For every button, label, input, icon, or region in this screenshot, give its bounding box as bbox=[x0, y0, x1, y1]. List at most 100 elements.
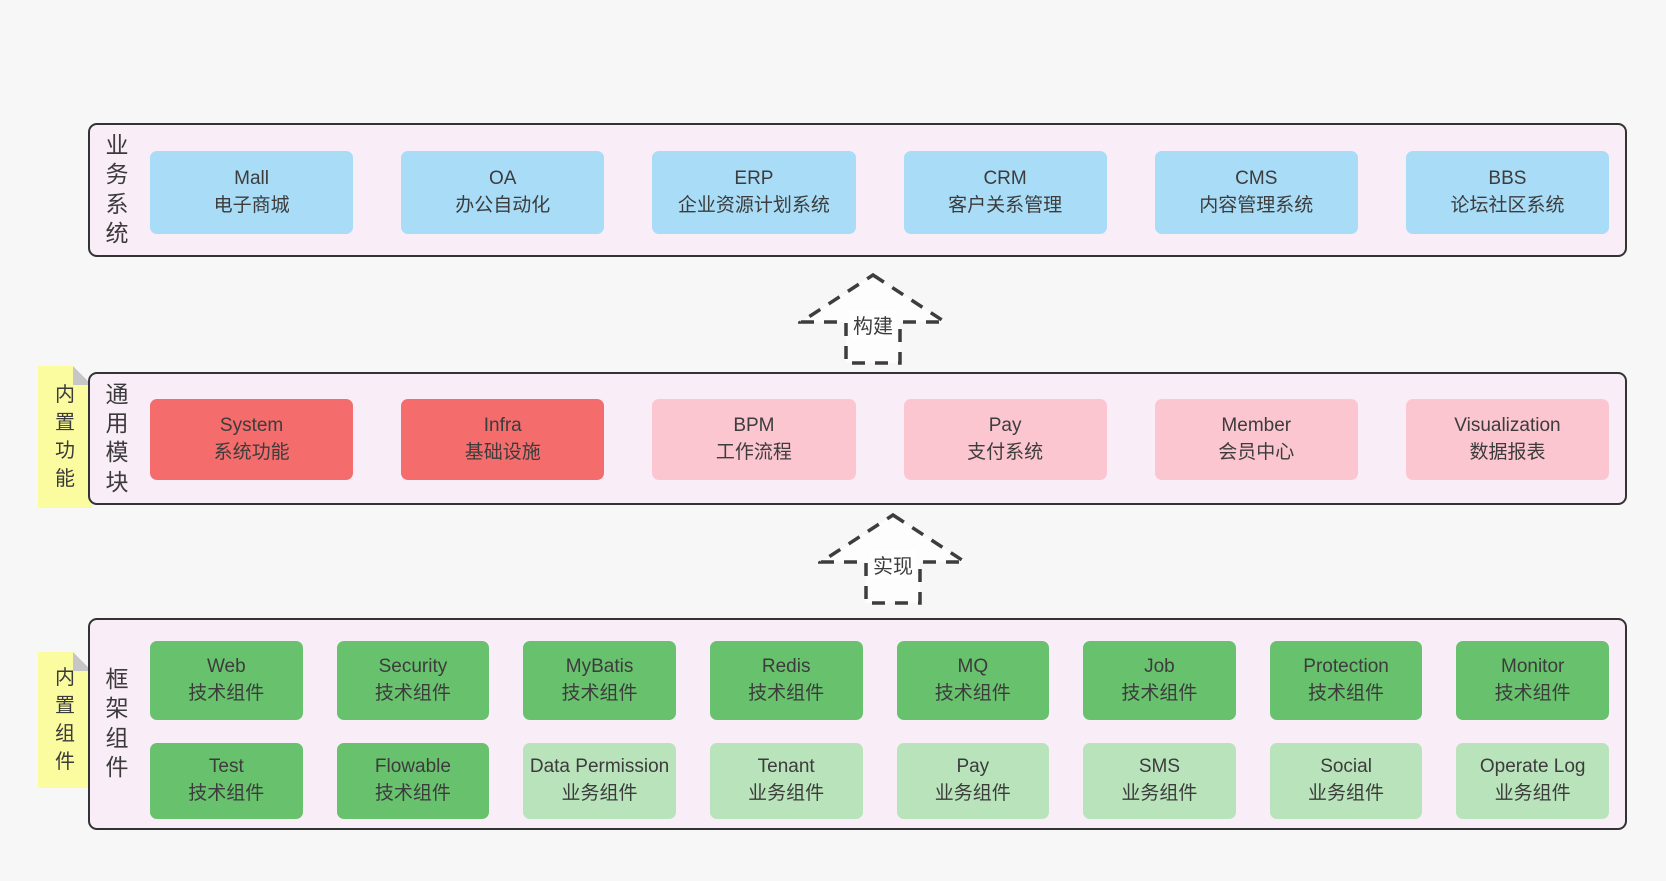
box-subtitle: 技术组件 bbox=[374, 682, 451, 704]
box-title: Security bbox=[378, 655, 448, 677]
box-title: Operate Log bbox=[1479, 756, 1586, 778]
sticky-note-label: 内置功能 bbox=[55, 384, 75, 490]
box-mall: Mall 电子商城 bbox=[150, 151, 354, 234]
box-subtitle: 业务组件 bbox=[1308, 783, 1385, 804]
box-protection: Protection 技术组件 bbox=[1269, 641, 1423, 720]
box-subtitle: 业务组件 bbox=[1121, 783, 1198, 804]
box-subtitle: 技术组件 bbox=[561, 682, 638, 704]
box-subtitle: 企业资源计划系统 bbox=[677, 194, 830, 216]
box-subtitle: 业务组件 bbox=[934, 783, 1011, 804]
box-subtitle: 支付系统 bbox=[967, 441, 1044, 463]
box-subtitle: 工作流程 bbox=[715, 441, 792, 463]
sticky-note-built-in-features: 内置功能 bbox=[38, 366, 92, 508]
section-business-systems: 业务系统 Mall 电子商城 OA 办公自动化 ERP 企业资源计划系统 CRM… bbox=[88, 123, 1627, 257]
box-data-permission: Data Permission 业务组件 bbox=[523, 743, 676, 819]
section-label: 框架组件 bbox=[105, 666, 129, 781]
box-test: Test 技术组件 bbox=[150, 743, 303, 819]
box-title: Test bbox=[208, 756, 244, 778]
box-title: MQ bbox=[957, 655, 989, 677]
box-subtitle: 办公自动化 bbox=[455, 194, 551, 216]
box-subtitle: 数据报表 bbox=[1469, 441, 1546, 463]
section-common-modules: 通用模块 System 系统功能 Infra 基础设施 BPM 工作流程 Pay… bbox=[88, 372, 1627, 505]
box-monitor: Monitor 技术组件 bbox=[1456, 641, 1609, 720]
box-subtitle: 基础设施 bbox=[464, 441, 541, 463]
box-subtitle: 业务组件 bbox=[748, 783, 825, 804]
box-title: Redis bbox=[761, 655, 811, 677]
box-web: Web 技术组件 bbox=[150, 641, 303, 720]
box-subtitle: 内容管理系统 bbox=[1199, 194, 1314, 216]
box-subtitle: 技术组件 bbox=[188, 682, 265, 704]
box-subtitle: 技术组件 bbox=[1494, 682, 1571, 704]
arrow-label: 实现 bbox=[870, 550, 916, 579]
box-mq: MQ 技术组件 bbox=[896, 641, 1050, 720]
box-title: Infra bbox=[483, 414, 522, 436]
box-title: Member bbox=[1221, 414, 1292, 436]
box-system: System 系统功能 bbox=[150, 399, 354, 480]
box-visualization: Visualization 数据报表 bbox=[1405, 399, 1610, 480]
box-subtitle: 技术组件 bbox=[934, 682, 1011, 704]
box-infra: Infra 基础设施 bbox=[401, 399, 605, 480]
box-title: ERP bbox=[734, 167, 774, 189]
box-title: OA bbox=[489, 167, 517, 189]
build-arrow-icon: 构建 bbox=[798, 272, 948, 366]
box-title: Protection bbox=[1303, 655, 1389, 677]
box-subtitle: 客户关系管理 bbox=[948, 194, 1063, 216]
box-title: SMS bbox=[1138, 756, 1181, 778]
box-subtitle: 技术组件 bbox=[188, 783, 265, 804]
box-subtitle: 会员中心 bbox=[1218, 441, 1295, 463]
components-box-row-2: Test 技术组件 Flowable 技术组件 Data Permission … bbox=[150, 743, 1609, 819]
box-mybatis: MyBatis 技术组件 bbox=[523, 641, 676, 720]
box-title: Tenant bbox=[757, 756, 815, 778]
box-title: CMS bbox=[1235, 167, 1278, 189]
box-subtitle: 技术组件 bbox=[374, 783, 451, 804]
box-subtitle: 论坛社区系统 bbox=[1450, 194, 1565, 216]
box-pay-biz: Pay 业务组件 bbox=[896, 743, 1050, 819]
box-title: BBS bbox=[1488, 167, 1527, 189]
box-subtitle: 电子商城 bbox=[213, 194, 290, 216]
box-bpm: BPM 工作流程 bbox=[652, 399, 856, 480]
box-title: CRM bbox=[983, 167, 1027, 189]
section-label: 业务系统 bbox=[105, 132, 129, 247]
box-title: Social bbox=[1320, 756, 1372, 778]
arrow-label: 构建 bbox=[850, 310, 896, 339]
box-title: BPM bbox=[733, 414, 775, 436]
business-box-row: Mall 电子商城 OA 办公自动化 ERP 企业资源计划系统 CRM 客户关系… bbox=[150, 151, 1610, 234]
box-erp: ERP 企业资源计划系统 bbox=[652, 151, 856, 234]
box-social: Social 业务组件 bbox=[1269, 743, 1423, 819]
box-subtitle: 技术组件 bbox=[1308, 682, 1385, 704]
box-title: Data Permission bbox=[529, 756, 670, 778]
box-subtitle: 技术组件 bbox=[1121, 682, 1198, 704]
box-title: Pay bbox=[988, 414, 1022, 436]
box-flowable: Flowable 技术组件 bbox=[336, 743, 490, 819]
box-title: Monitor bbox=[1501, 655, 1565, 677]
box-member: Member 会员中心 bbox=[1154, 399, 1358, 480]
box-title: MyBatis bbox=[565, 655, 634, 677]
box-job: Job 技术组件 bbox=[1083, 641, 1236, 720]
box-redis: Redis 技术组件 bbox=[709, 641, 863, 720]
sticky-note-label: 内置组件 bbox=[55, 667, 75, 773]
box-title: Flowable bbox=[374, 756, 451, 778]
box-subtitle: 系统功能 bbox=[213, 441, 290, 463]
box-oa: OA 办公自动化 bbox=[401, 151, 605, 234]
section-framework-components: 框架组件 Web 技术组件 Security 技术组件 MyBatis 技术组件… bbox=[88, 618, 1627, 830]
box-subtitle: 业务组件 bbox=[1494, 783, 1571, 804]
box-security: Security 技术组件 bbox=[336, 641, 490, 720]
box-subtitle: 业务组件 bbox=[561, 783, 638, 804]
implement-arrow-icon: 实现 bbox=[818, 512, 968, 606]
box-bbs: BBS 论坛社区系统 bbox=[1405, 151, 1610, 234]
components-box-row-1: Web 技术组件 Security 技术组件 MyBatis 技术组件 Redi… bbox=[150, 641, 1609, 720]
box-title: Pay bbox=[956, 756, 990, 778]
modules-box-row: System 系统功能 Infra 基础设施 BPM 工作流程 Pay 支付系统… bbox=[150, 399, 1610, 480]
box-title: Job bbox=[1144, 655, 1175, 677]
box-title: Mall bbox=[234, 167, 269, 189]
section-label: 通用模块 bbox=[105, 380, 129, 495]
box-pay: Pay 支付系统 bbox=[903, 399, 1107, 480]
box-tenant: Tenant 业务组件 bbox=[709, 743, 863, 819]
box-cms: CMS 内容管理系统 bbox=[1154, 151, 1358, 234]
box-crm: CRM 客户关系管理 bbox=[903, 151, 1107, 234]
box-title: System bbox=[219, 414, 284, 436]
box-sms: SMS 业务组件 bbox=[1083, 743, 1236, 819]
box-subtitle: 技术组件 bbox=[748, 682, 825, 704]
box-title: Visualization bbox=[1454, 414, 1561, 436]
